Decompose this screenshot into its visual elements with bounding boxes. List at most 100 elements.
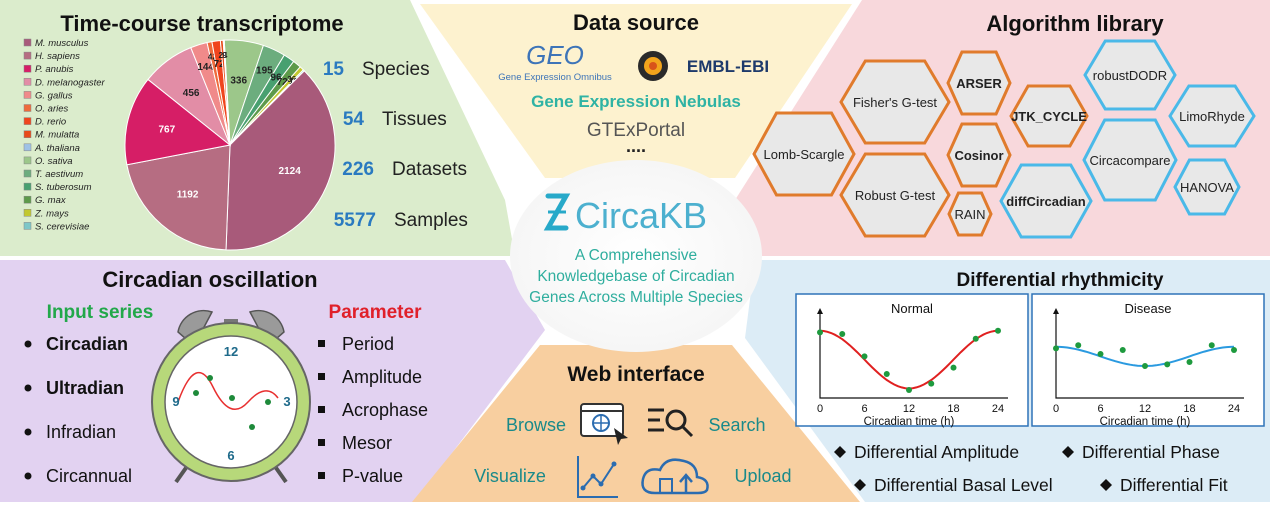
search-label: Search xyxy=(708,415,765,435)
param-acrophase: Acrophase xyxy=(318,400,428,420)
algorithm-label: JTK_CYCLE xyxy=(1011,109,1087,124)
center-subtitle-line-2: Knowledgebase of Circadian xyxy=(537,268,734,285)
stat-value-tissues: 54 xyxy=(343,109,365,130)
hexagon-shape xyxy=(1082,118,1178,202)
bullet xyxy=(318,439,325,446)
feature-differential-phase: Differential Phase xyxy=(1062,442,1220,462)
circakb-logo-text: CircaKB xyxy=(575,195,707,236)
algorithm-hanova: HANOVA xyxy=(1173,158,1241,216)
legend-item-a-thaliana: A. thaliana xyxy=(23,143,80,154)
feature-differential-fit: Differential Fit xyxy=(1100,475,1228,495)
x-tick-label: 0 xyxy=(1053,403,1059,415)
algorithm-robustdodr: robustDODR xyxy=(1083,39,1177,111)
input-ultradian: Ultradian xyxy=(24,378,124,398)
algorithm-label: robustDODR xyxy=(1093,68,1167,83)
legend-swatch xyxy=(23,91,32,99)
input-infradian: Infradian xyxy=(24,422,116,442)
alarm-clock-icon xyxy=(151,309,311,484)
param-mesor: Mesor xyxy=(318,433,392,453)
pie-value-label: 24 xyxy=(218,51,227,60)
plot-axes xyxy=(1055,310,1244,399)
legend-label: T. aestivum xyxy=(35,169,83,180)
web-interface-title: Web interface xyxy=(567,363,704,386)
hexagon-shape xyxy=(839,152,951,238)
algorithm-jtk-cycle: JTK_CYCLE xyxy=(1009,84,1089,148)
legend-item-g-gallus: G. gallus xyxy=(23,90,73,101)
input-label: Circadian xyxy=(46,334,128,354)
hexagon-shape xyxy=(999,163,1093,239)
line-chart-icon xyxy=(577,456,618,498)
legend-label: D. rerio xyxy=(35,117,66,128)
bullet xyxy=(24,472,32,480)
data-point xyxy=(1164,361,1171,368)
param-period: Period xyxy=(318,334,394,354)
gtex-portal: GTExPortal xyxy=(587,120,685,141)
search-list-icon xyxy=(648,408,694,438)
param-label: Period xyxy=(342,334,394,354)
stat-value-samples: 5577 xyxy=(334,210,376,231)
input-label: Ultradian xyxy=(46,378,124,398)
bullet xyxy=(318,406,325,413)
more-sources: .... xyxy=(626,136,646,156)
pie-value-label: 72 xyxy=(214,59,226,70)
pie-slice-m-musculus xyxy=(225,70,336,251)
pie-value-label: 456 xyxy=(183,88,200,99)
stat-label-samples: Samples xyxy=(394,210,468,231)
center-ellipse xyxy=(510,160,762,352)
hexagon-shape xyxy=(1083,39,1177,111)
geo-logo-text: GEO xyxy=(526,40,584,70)
web-interface-panel-bg xyxy=(412,345,860,502)
param-label: Mesor xyxy=(342,433,392,453)
legend-item-p-anubis: P. anubis xyxy=(23,64,74,75)
plot-frame xyxy=(1031,293,1265,427)
param-label: Acrophase xyxy=(342,400,428,420)
legend-swatch xyxy=(23,104,32,112)
x-tick-label: 18 xyxy=(947,403,959,415)
input-series-header: Input series xyxy=(47,302,154,323)
clock-label-3: 3 xyxy=(283,394,290,409)
legend-swatch xyxy=(23,182,32,191)
differential-title: Differential rhythmicity xyxy=(957,270,1164,291)
bullet xyxy=(318,340,325,347)
x-axis-label: Circadian time (h) xyxy=(1100,416,1191,428)
feature-label: Differential Basal Level xyxy=(874,475,1053,495)
legend-swatch xyxy=(23,222,32,230)
diamond-bullet xyxy=(1062,446,1074,458)
pie-value-label: 195 xyxy=(256,66,273,77)
plot-axes xyxy=(819,310,1008,399)
legend-item-t-aestivum: T. aestivum xyxy=(23,169,83,180)
legend-swatch xyxy=(23,78,32,86)
data-point xyxy=(883,371,890,377)
cloud-upload-icon xyxy=(641,458,709,495)
x-axis-label: Circadian time (h) xyxy=(864,416,955,428)
data-point xyxy=(1053,345,1059,352)
embl-ebi-text: EMBL-EBI xyxy=(687,57,769,76)
algorithm-rain: RAIN xyxy=(947,191,993,237)
algorithm-fisher-s-g-test: Fisher's G-test xyxy=(839,59,951,145)
hexagon-shape xyxy=(1173,158,1241,216)
feature-differential-amplitude: Differential Amplitude xyxy=(834,442,1019,462)
pie-value-label: 9 xyxy=(222,51,227,60)
legend-swatch xyxy=(23,130,32,138)
browse-label: Browse xyxy=(506,415,566,435)
data-point xyxy=(1231,347,1237,353)
diamond-bullet xyxy=(834,446,846,458)
input-circannual: Circannual xyxy=(24,466,132,486)
bullet xyxy=(24,384,32,392)
data-point xyxy=(906,387,912,393)
hexagon-shape xyxy=(839,59,951,145)
algorithm-lomb-scargle: Lomb-Scargle xyxy=(752,111,856,197)
clock-label-12: 12 xyxy=(224,344,238,359)
legend-item-o-aries: O. aries xyxy=(23,104,69,115)
x-tick-label: 6 xyxy=(1097,403,1103,415)
legend-label: O. sativa xyxy=(35,156,73,167)
legend-swatch xyxy=(23,51,32,60)
data-point xyxy=(1097,351,1104,357)
